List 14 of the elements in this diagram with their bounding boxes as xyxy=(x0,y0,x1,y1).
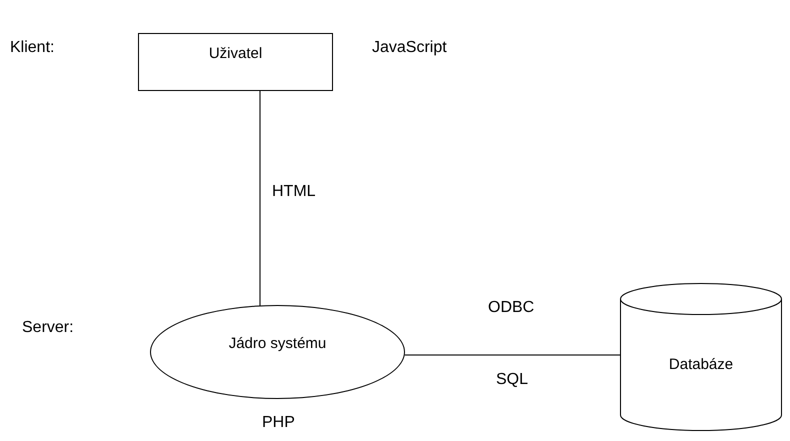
process-box xyxy=(138,33,333,91)
node-text: Uživatel xyxy=(208,44,264,64)
node-note: JavaScript xyxy=(372,38,447,58)
node-text: Databáze xyxy=(668,356,734,374)
tier-label: Klient: xyxy=(10,38,54,58)
edge-label: HTML xyxy=(272,182,316,202)
connector-line xyxy=(404,354,620,356)
process-ellipse xyxy=(150,305,405,399)
edge-label: ODBC xyxy=(488,298,534,318)
database-cylinder xyxy=(620,283,782,431)
node-text: Jádro systému xyxy=(228,334,328,354)
tier-label: Server: xyxy=(22,318,74,338)
tier-label: SQL xyxy=(496,370,528,390)
node-note: PHP xyxy=(262,413,295,432)
